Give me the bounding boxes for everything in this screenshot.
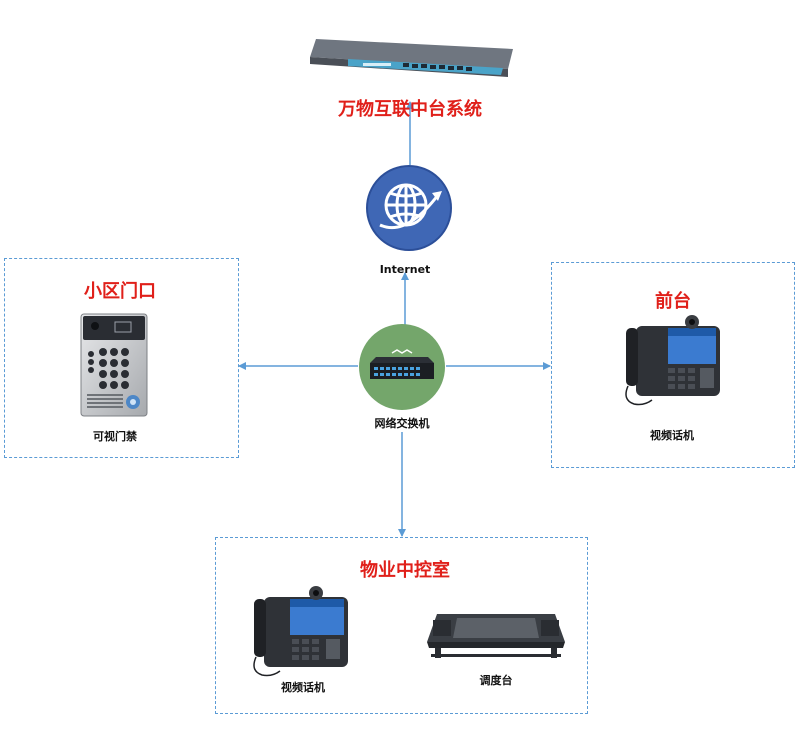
internet-label: Internet: [379, 263, 431, 276]
video-phone-icon: [625, 315, 720, 406]
globe-icon: [366, 165, 452, 251]
area-box-front-desk: [551, 262, 795, 468]
area-box-gate: [4, 258, 239, 458]
front-desk-title: 前台: [655, 291, 691, 312]
server-appliance-icon: [310, 39, 513, 77]
door-intercom-label: 可视门禁: [93, 430, 137, 443]
video-phone-icon-2: [253, 586, 348, 677]
area-box-control-room: [215, 537, 588, 714]
control-room-title: 物业中控室: [360, 560, 450, 581]
door-intercom-icon: [80, 313, 148, 417]
platform-title: 万物互联中台系统: [338, 99, 482, 120]
gate-title: 小区门口: [84, 281, 156, 302]
network-switch-icon: [359, 324, 445, 410]
switch-label: 网络交换机: [374, 417, 430, 430]
control-room-phone-label: 视频话机: [281, 681, 325, 694]
dispatch-console-icon: [427, 614, 565, 658]
front-desk-phone-label: 视频话机: [650, 429, 694, 442]
dispatch-console-label: 调度台: [479, 674, 513, 687]
